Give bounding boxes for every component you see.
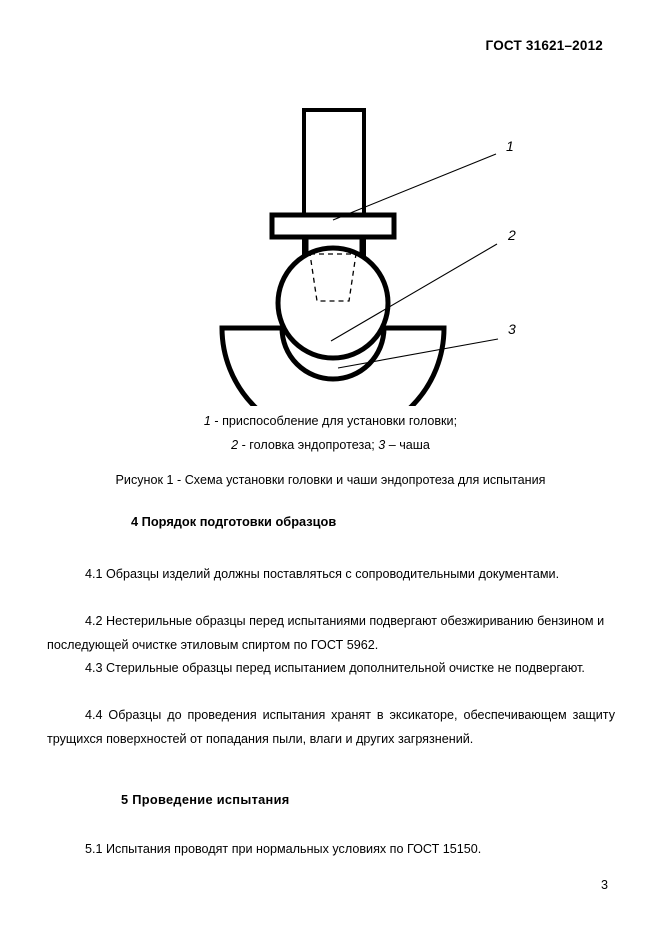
legend-item-text-3: – чаша <box>385 438 430 452</box>
callout-leader-2 <box>330 243 498 342</box>
figure-legend-line-1: 1 - приспособление для установки головки… <box>0 409 661 434</box>
paragraph-4-1: 4.1 Образцы изделий должны поставляться … <box>85 567 560 581</box>
legend-item-number-1: 1 <box>203 414 211 428</box>
section-heading-4: 4 Порядок подготовки образцов <box>131 514 337 529</box>
paragraph-4-4: 4.4 Образцы до проведения испытания хран… <box>47 708 615 746</box>
callout-leader-3 <box>337 338 499 369</box>
figure-caption: Рисунок 1 - Схема установки головки и ча… <box>115 473 546 487</box>
figure-legend-line-2: 2 - головка эндопротеза; 3 – чаша <box>0 433 661 458</box>
legend-item-number-2: 2 <box>231 438 239 452</box>
legend-item-text-1: - приспособление для установки головки; <box>210 414 458 428</box>
callout-number-1: 1 <box>506 138 514 154</box>
paragraph-4-3: 4.3 Стерильные образцы перед испытанием … <box>85 661 585 675</box>
legend-item-text-2: - головка эндопротеза; <box>238 438 379 452</box>
taper-bore-dashed-outline <box>309 253 357 302</box>
figure-1-drawing: 1 2 3 <box>0 96 661 406</box>
acetabular-cup-shape <box>219 325 447 406</box>
standard-number-header: ГОСТ 31621–2012 <box>485 38 603 53</box>
callout-number-2: 2 <box>507 227 516 243</box>
fixture-flange-shape <box>269 212 397 240</box>
endoprosthesis-assembly-diagram: 1 2 3 <box>219 108 516 406</box>
page-number: 3 <box>600 878 608 892</box>
legend-item-number-3: 3 <box>378 438 386 452</box>
paragraph-5-1: 5.1 Испытания проводят при нормальных ус… <box>85 842 482 856</box>
fixture-stem-shape <box>302 108 366 268</box>
paragraph-4-2: 4.2 Нестерильные образцы перед испытания… <box>47 614 605 652</box>
callout-number-3: 3 <box>508 321 516 337</box>
section-heading-5: 5 Проведение испытания <box>121 792 290 807</box>
prosthesis-head-sphere <box>275 245 391 361</box>
callout-leader-1 <box>332 153 497 221</box>
